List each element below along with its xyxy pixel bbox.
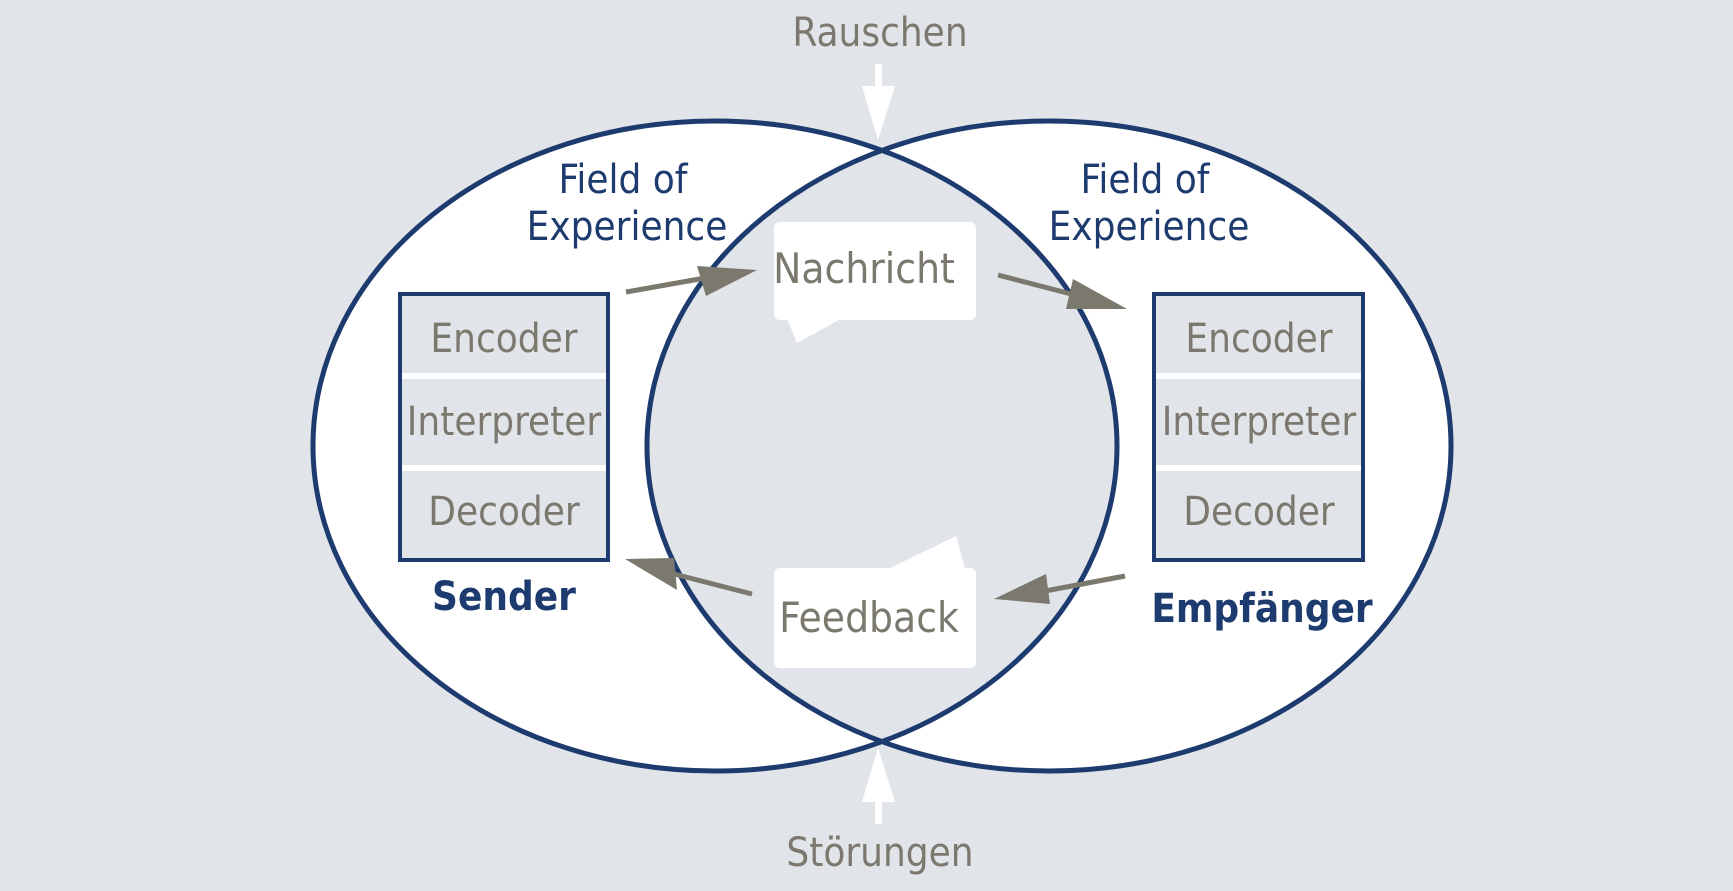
- sender-name: Sender: [432, 574, 576, 620]
- noise-label: Rauschen: [792, 10, 967, 56]
- svg-text:Experience: Experience: [527, 204, 728, 250]
- arrow-receiver-to-feedback: [994, 573, 1126, 604]
- message-bubble: Nachricht: [773, 222, 976, 343]
- receiver-name: Empfänger: [1151, 586, 1373, 632]
- sender-decoder: Decoder: [428, 489, 580, 535]
- sender-interpreter: Interpreter: [407, 399, 602, 445]
- svg-text:Field of: Field of: [1081, 157, 1211, 203]
- arrow-message-to-receiver: [997, 272, 1127, 309]
- message-label: Nachricht: [773, 244, 955, 293]
- receiver-box: Encoder Interpreter Decoder: [1152, 292, 1365, 562]
- arrow-sender-to-message: [625, 266, 757, 296]
- receiver-decoder: Decoder: [1183, 489, 1335, 535]
- feedback-label: Feedback: [779, 593, 959, 642]
- receiver-field-outline: [644, 118, 1454, 774]
- feedback-bubble: Feedback: [774, 536, 976, 668]
- receiver-field-of-experience: Field of Experience: [1049, 157, 1250, 250]
- receiver-encoder: Encoder: [1185, 316, 1332, 362]
- svg-text:Experience: Experience: [1049, 204, 1250, 250]
- sender-field-outline: [310, 118, 1120, 774]
- disturbance-arrow: [862, 748, 895, 824]
- sender-field-of-experience: Field of Experience: [527, 157, 728, 250]
- arrow-feedback-to-sender: [625, 558, 753, 597]
- sender-box: Encoder Interpreter Decoder: [398, 292, 610, 562]
- receiver-interpreter: Interpreter: [1162, 399, 1357, 445]
- noise-arrow: [862, 64, 895, 140]
- sender-encoder: Encoder: [430, 316, 577, 362]
- disturbance-label: Störungen: [786, 830, 973, 876]
- svg-text:Field of: Field of: [559, 157, 689, 203]
